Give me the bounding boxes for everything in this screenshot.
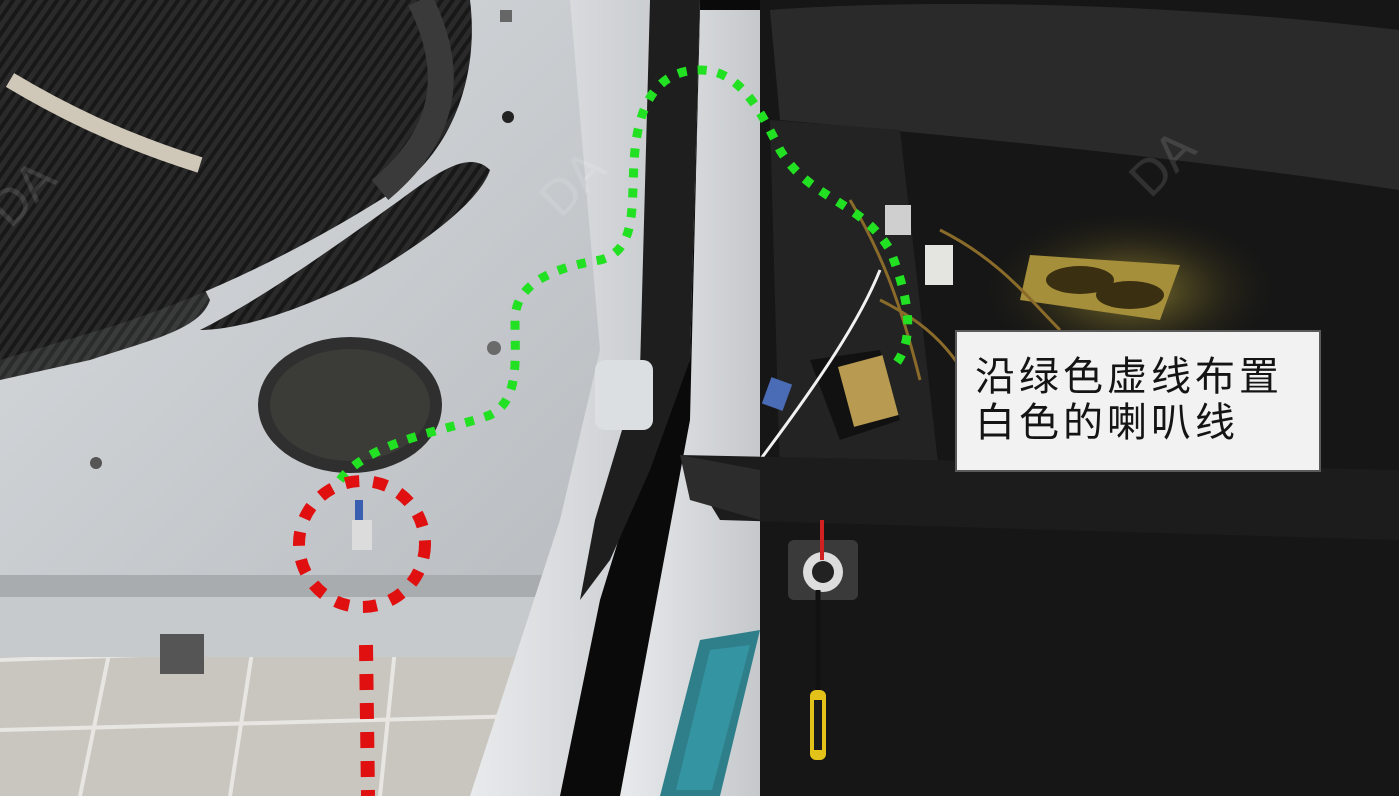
red-marker bbox=[293, 475, 431, 796]
callout-line-2: 白色的喇叭线 bbox=[975, 400, 1239, 446]
instruction-callout: 沿绿色虚线布置 白色的喇叭线 bbox=[955, 330, 1321, 472]
green-wire-route bbox=[336, 65, 913, 483]
door-pillar bbox=[470, 0, 770, 796]
speaker-connector bbox=[352, 500, 372, 550]
callout-line-1: 沿绿色虚线布置 bbox=[975, 354, 1283, 400]
door-panel bbox=[0, 0, 600, 674]
